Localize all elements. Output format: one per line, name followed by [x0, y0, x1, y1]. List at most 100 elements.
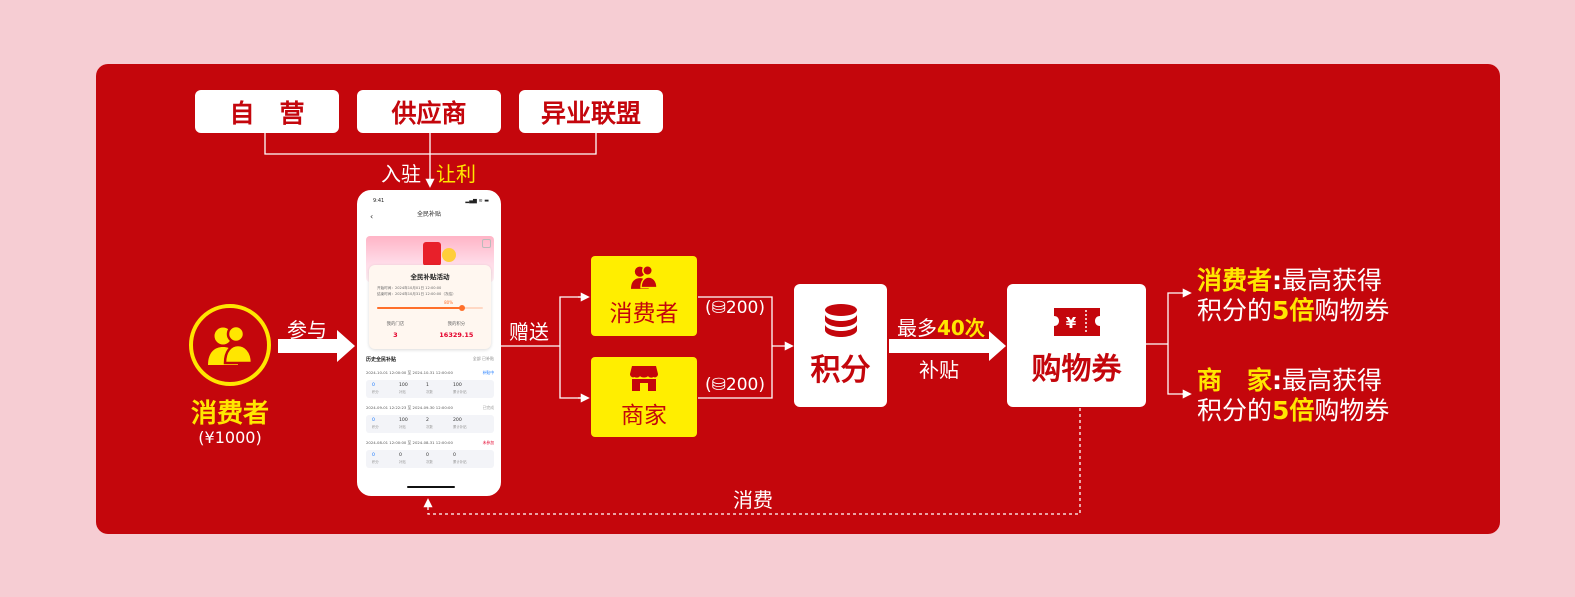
history-cell-value: 100	[453, 383, 462, 388]
history-cell-value: 0	[426, 453, 429, 458]
consumer-avatar	[189, 304, 271, 386]
progress-label: 80%	[444, 300, 453, 305]
recipient-merchant-box: 商家	[591, 357, 697, 437]
consumer-title: 消费者	[190, 399, 269, 429]
outcome-merchant: 商 家:最高获得 积分的5倍购物券	[1197, 366, 1389, 426]
activity-end-time: 结束时间：2024年10月31日 12:00:00（冻结）	[377, 292, 456, 296]
history-row-date: 2024-09-01 12:22:23 至 2024-09-30 12:00:0…	[366, 405, 453, 410]
activity-card: 全民补贴活动 开始时间：2024年10月01日 12:00:00 结束时间：20…	[369, 265, 491, 349]
my-stores-value: 3	[393, 331, 398, 339]
outcome-merchant-suffix: 购物券	[1314, 396, 1390, 425]
history-cell-label: 累计补贴	[453, 425, 467, 429]
home-indicator	[407, 486, 455, 488]
points-box: 积分	[794, 284, 887, 407]
red-envelope-icon	[423, 242, 441, 266]
settle-in-label: 入驻	[381, 162, 421, 186]
outcome-consumer-prefix: 积分的	[1197, 296, 1273, 325]
outcome-colon: :	[1272, 366, 1283, 395]
history-cell-value: 100	[399, 418, 408, 423]
recipient-consumer-box: 消费者	[591, 256, 697, 336]
history-cell: 200 累计补贴	[453, 418, 480, 430]
history-filter[interactable]: 全部 已补贴	[472, 356, 494, 361]
history-cell-value: 0	[453, 453, 456, 458]
history-list: 历史全民补贴 全部 已补贴 2024-10-01 12:00:00 至 2024…	[366, 356, 494, 468]
history-cell-label: 次数	[426, 390, 433, 394]
progress-fill	[377, 307, 462, 309]
outcome-consumer-suffix: 购物券	[1314, 296, 1390, 325]
users-icon	[631, 265, 658, 289]
my-stores: 我的门店 3	[387, 321, 405, 339]
history-cell-label: 积分	[372, 425, 379, 429]
source-self-operated-label: 自 营	[229, 98, 305, 128]
voucher-box: ¥ 购物券	[1007, 284, 1146, 407]
my-stores-label: 我的门店	[386, 322, 405, 327]
history-cell-value: 1	[426, 383, 429, 388]
subsidy-label: 补贴	[919, 358, 959, 382]
activity-title: 全民补贴活动	[410, 273, 450, 281]
history-cell-value: 100	[399, 383, 408, 388]
outcome-merchant-line1: 最高获得	[1282, 366, 1383, 395]
phone-time: 9:41	[373, 198, 385, 204]
recipient-consumer-label: 消费者	[609, 301, 679, 327]
history-row-header: 2024-09-01 12:22:23 至 2024-09-30 12:00:0…	[366, 405, 494, 411]
source-supplier-label: 供应商	[391, 98, 467, 128]
outcome-consumer-line1: 最高获得	[1282, 266, 1383, 295]
history-cell-label: 积分	[372, 390, 379, 394]
activity-stats: 我的门店 3 我的积分 16329.15	[369, 321, 491, 339]
share-icon[interactable]	[482, 239, 491, 248]
phone-status-bar: 9:41 ▂▄▆ ≋ ▬	[359, 192, 499, 204]
history-rows: 2024-10-01 12:00:00 至 2024-10-31 12:00:0…	[366, 370, 494, 468]
voucher-icon: ¥	[1053, 307, 1100, 336]
most-times-label: 最多40次	[897, 312, 985, 341]
history-cell-value: 0	[372, 453, 375, 458]
history-cell-label: 累计补贴	[453, 460, 467, 464]
my-points-value: 16329.15	[439, 331, 474, 339]
back-icon[interactable]: ‹	[370, 212, 374, 221]
history-row-header: 2024-08-01 12:00:00 至 2024-08-31 12:00:0…	[366, 440, 494, 446]
most-count: 40次	[937, 316, 985, 340]
voucher-label: 购物券	[1031, 351, 1122, 387]
merchant-points: (⛁200)	[705, 375, 765, 395]
points-label: 积分	[810, 352, 871, 388]
history-title: 历史全民补贴	[366, 357, 397, 363]
history-row[interactable]: 2024-10-01 12:00:00 至 2024-10-31 12:00:0…	[366, 370, 494, 398]
outcome-colon: :	[1272, 266, 1283, 295]
history-row-date: 2024-08-01 12:00:00 至 2024-08-31 12:00:0…	[366, 440, 453, 445]
phone-page-title: 全民补贴	[416, 211, 441, 218]
history-cell: 100 补贴	[399, 418, 426, 430]
activity-start-time: 开始时间：2024年10月01日 12:00:00	[377, 286, 442, 290]
history-cell-value: 200	[453, 418, 462, 423]
signal-icon: ▂▄▆ ≋ ▬	[465, 198, 489, 204]
outcome-consumer-multiple: 5倍	[1272, 296, 1315, 325]
outcome-merchant-multiple: 5倍	[1272, 396, 1315, 425]
history-header: 历史全民补贴 全部 已补贴	[366, 356, 494, 363]
history-row[interactable]: 2024-09-01 12:22:23 至 2024-09-30 12:00:0…	[366, 405, 494, 433]
recipient-merchant-label: 商家	[621, 402, 667, 429]
outcome-merchant-who: 商 家	[1197, 366, 1273, 395]
history-row-date: 2024-10-01 12:00:00 至 2024-10-31 12:00:0…	[366, 370, 453, 375]
history-cell: 1 次数	[426, 383, 453, 395]
my-points-label: 我的积分	[447, 322, 466, 327]
history-row[interactable]: 2024-08-01 12:00:00 至 2024-08-31 12:00:0…	[366, 440, 494, 468]
shop-icon	[630, 365, 658, 391]
history-cell-label: 补贴	[399, 425, 406, 429]
source-self-operated: 自 营	[195, 90, 339, 133]
source-alliance: 异业联盟	[519, 90, 663, 133]
history-row-status: 补贴中	[482, 370, 494, 375]
history-cell-label: 积分	[372, 460, 379, 464]
participate-label: 参与	[287, 318, 327, 342]
history-row-header: 2024-10-01 12:00:00 至 2024-10-31 12:00:0…	[366, 370, 494, 376]
activity-progress: 80%	[377, 300, 483, 311]
history-row-status: 已完成	[482, 405, 494, 410]
outcome-merchant-prefix: 积分的	[1197, 396, 1273, 425]
